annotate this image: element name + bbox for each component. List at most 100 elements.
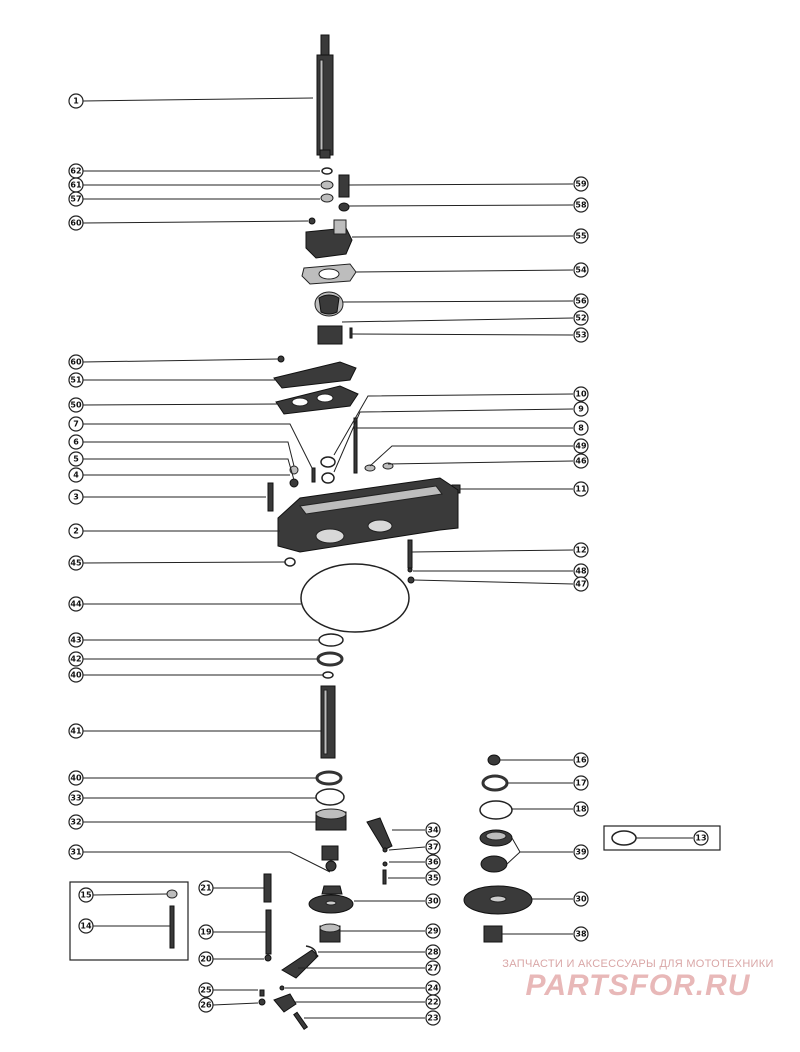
- small-parts-upper: [308, 167, 350, 225]
- callout-61: 61: [68, 177, 84, 193]
- svg-text:59: 59: [575, 180, 587, 189]
- svg-text:57: 57: [70, 195, 81, 204]
- callout-23: 23: [425, 1010, 441, 1026]
- svg-text:32: 32: [70, 818, 81, 827]
- svg-text:11: 11: [575, 485, 587, 494]
- callout-58: 58: [573, 197, 589, 213]
- svg-text:12: 12: [575, 546, 586, 555]
- svg-text:53: 53: [575, 331, 586, 340]
- svg-text:46: 46: [575, 457, 587, 466]
- svg-text:13: 13: [695, 834, 706, 843]
- svg-text:54: 54: [575, 266, 587, 275]
- callout-25: 25: [198, 982, 214, 998]
- callout-46: 46: [573, 453, 589, 469]
- callout-48: 48: [573, 563, 589, 579]
- callout-27: 27: [425, 960, 441, 976]
- callout-14: 14: [78, 918, 94, 934]
- callout-31: 31: [68, 844, 84, 860]
- svg-text:22: 22: [427, 998, 438, 1007]
- callout-36: 36: [425, 854, 441, 870]
- callout-55: 55: [573, 228, 589, 244]
- svg-text:51: 51: [70, 376, 82, 385]
- callout-60: 60: [68, 215, 84, 231]
- callout-42: 42: [68, 651, 84, 667]
- svg-text:30: 30: [427, 897, 439, 906]
- svg-text:4: 4: [73, 471, 79, 480]
- svg-text:35: 35: [427, 874, 439, 883]
- svg-text:14: 14: [80, 922, 92, 931]
- leader-lines: [82, 97, 693, 1019]
- callout-2: 2: [68, 523, 84, 539]
- callout-57: 57: [68, 191, 84, 207]
- svg-text:15: 15: [80, 891, 92, 900]
- callout-54: 54: [573, 262, 589, 278]
- svg-text:50: 50: [70, 401, 82, 410]
- svg-text:49: 49: [575, 442, 587, 451]
- callout-8: 8: [573, 420, 589, 436]
- o-ring-large: [300, 563, 410, 633]
- callout-22: 22: [425, 994, 441, 1010]
- callout-45: 45: [68, 555, 84, 571]
- svg-text:1: 1: [73, 97, 79, 106]
- svg-text:44: 44: [70, 600, 82, 609]
- svg-text:62: 62: [70, 167, 81, 176]
- svg-text:39: 39: [575, 848, 587, 857]
- callout-16: 16: [573, 752, 589, 768]
- pump-housing: [305, 219, 353, 259]
- callout-56: 56: [573, 293, 589, 309]
- callout-50: 50: [68, 397, 84, 413]
- callout-44: 44: [68, 596, 84, 612]
- callout-21: 21: [198, 880, 214, 896]
- inset-box-14-15: [69, 881, 189, 961]
- callout-51: 51: [68, 372, 84, 388]
- svg-text:45: 45: [70, 559, 82, 568]
- svg-text:58: 58: [575, 201, 587, 210]
- svg-text:9: 9: [578, 405, 584, 414]
- callout-43: 43: [68, 632, 84, 648]
- callout-49: 49: [573, 438, 589, 454]
- watermark-brand: PARTSFOR.RU: [525, 969, 751, 1002]
- face-plates: [273, 355, 359, 415]
- svg-text:60: 60: [70, 219, 82, 228]
- svg-text:60: 60: [70, 358, 82, 367]
- callout-4: 4: [68, 467, 84, 483]
- svg-text:26: 26: [200, 1001, 212, 1010]
- svg-text:10: 10: [575, 390, 587, 399]
- callout-34: 34: [425, 822, 441, 838]
- callout-15: 15: [78, 887, 94, 903]
- callout-17: 17: [573, 775, 589, 791]
- svg-text:17: 17: [575, 779, 586, 788]
- callout-60-lower: 60: [68, 354, 84, 370]
- callout-5: 5: [68, 451, 84, 467]
- svg-text:5: 5: [73, 455, 79, 464]
- callout-6: 6: [68, 434, 84, 450]
- callout-19: 19: [198, 924, 214, 940]
- gear-housing-cover: [277, 477, 459, 553]
- inset-box-13: [603, 825, 721, 851]
- callout-11: 11: [573, 481, 589, 497]
- svg-text:25: 25: [200, 986, 212, 995]
- callout-62: 62: [68, 163, 84, 179]
- svg-text:34: 34: [427, 826, 439, 835]
- callout-7: 7: [68, 416, 84, 432]
- lower-gears: [308, 885, 354, 943]
- callout-41: 41: [68, 723, 84, 739]
- svg-text:7: 7: [73, 420, 79, 429]
- svg-text:2: 2: [73, 527, 79, 536]
- watermark-subtitle: ЗАПЧАСТИ И АКСЕССУАРЫ ДЛЯ МОТОТЕХНИКИ: [502, 958, 774, 970]
- svg-text:31: 31: [70, 848, 82, 857]
- callout-52: 52: [573, 310, 589, 326]
- lower-shaft-assembly: [315, 633, 347, 872]
- callout-30: 30: [425, 893, 441, 909]
- svg-text:6: 6: [73, 438, 79, 447]
- svg-text:48: 48: [575, 567, 587, 576]
- svg-text:23: 23: [427, 1014, 438, 1023]
- svg-text:29: 29: [427, 927, 439, 936]
- callout-38: 38: [573, 926, 589, 942]
- callout-1: 1: [68, 93, 84, 109]
- svg-text:18: 18: [575, 805, 587, 814]
- svg-text:37: 37: [427, 843, 438, 852]
- svg-text:43: 43: [70, 636, 81, 645]
- callout-39: 39: [573, 844, 589, 860]
- svg-text:27: 27: [427, 964, 438, 973]
